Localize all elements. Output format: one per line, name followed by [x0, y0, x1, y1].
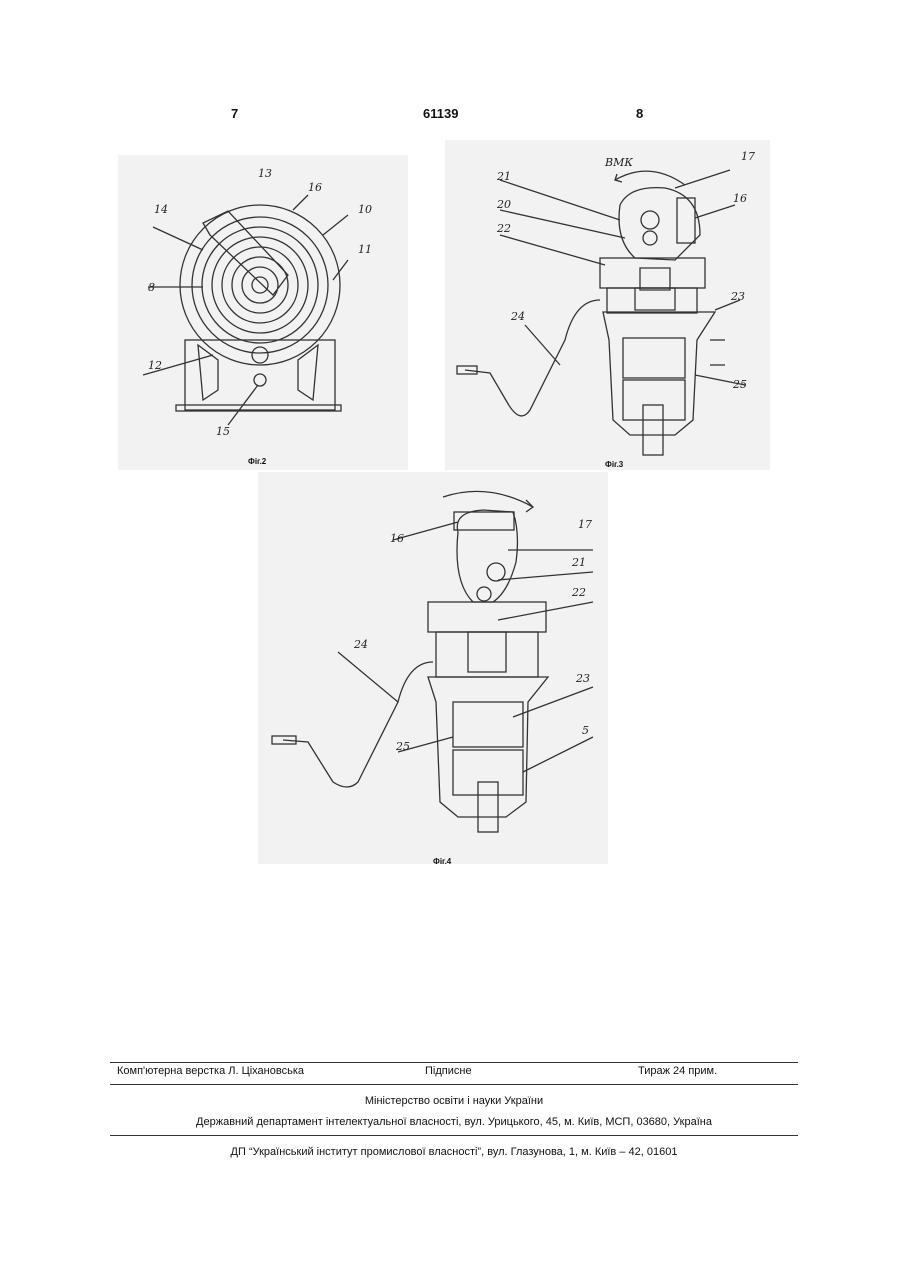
figure-4-drawing: 16 17 21 22 24 23 25 5 Фіг.4: [258, 472, 608, 864]
fig3-label-20: 20: [496, 198, 511, 211]
fig3-label-16: 16: [733, 192, 747, 205]
fig4-label-21: 21: [571, 556, 586, 569]
fig3-label-vmk: ВМК: [604, 156, 633, 169]
fig4-label-23: 23: [575, 672, 590, 685]
figure-3-caption: Фіг.3: [605, 460, 623, 469]
footer-layout-credit: Комп'ютерна верстка Л. Ціхановська: [117, 1065, 304, 1077]
footer-rule-middle: [110, 1084, 798, 1085]
fig3-label-23: 23: [730, 290, 745, 303]
fig2-label-10: 10: [358, 203, 372, 216]
fig2-label-8: 8: [148, 281, 155, 294]
fig4-label-25: 25: [395, 740, 410, 753]
figure-2-caption: Фіг.2: [248, 457, 266, 466]
footer-ministry: Міністерство освіти і науки України: [110, 1095, 798, 1107]
fig2-label-16: 16: [308, 181, 322, 194]
footer-signed: Підписне: [425, 1065, 472, 1077]
fig4-label-24: 24: [353, 638, 368, 651]
fig2-label-15: 15: [216, 425, 230, 438]
footer-circulation: Тираж 24 прим.: [638, 1065, 717, 1077]
figure-4-caption: Фіг.4: [433, 857, 451, 866]
fig4-label-16: 16: [390, 532, 404, 545]
footer-rule-top: [110, 1062, 798, 1063]
footer-department: Державний департамент інтелектуальної вл…: [110, 1116, 798, 1128]
footer-rule-bottom: [110, 1135, 798, 1136]
footer-institute: ДП “Український інститут промислової вла…: [110, 1146, 798, 1158]
fig2-label-13: 13: [258, 167, 272, 180]
fig4-label-5: 5: [582, 724, 589, 737]
fig3-label-25: 25: [732, 378, 747, 391]
fig2-label-14: 14: [154, 203, 168, 216]
figure-2-svg: 13 16 14 10 11 8 12 15: [118, 155, 408, 470]
figure-3-drawing: ВМК 17 21 20 16 22 23 24 25 Фіг.3: [445, 140, 770, 470]
patent-number: 61139: [423, 106, 458, 121]
page-number-left: 7: [231, 106, 238, 121]
fig4-label-17: 17: [578, 518, 592, 531]
fig3-label-21: 21: [496, 170, 511, 183]
figure-2-drawing: 13 16 14 10 11 8 12 15 Фіг.2: [118, 155, 408, 470]
figure-4-svg: 16 17 21 22 24 23 25 5: [258, 472, 608, 864]
fig3-label-22: 22: [496, 222, 511, 235]
page-number-right: 8: [636, 106, 643, 121]
fig4-label-22: 22: [571, 586, 586, 599]
fig2-label-12: 12: [148, 359, 162, 372]
fig3-label-24: 24: [510, 310, 525, 323]
figure-3-svg: ВМК 17 21 20 16 22 23 24 25: [445, 140, 770, 470]
fig3-label-17: 17: [741, 150, 755, 163]
fig2-label-11: 11: [358, 243, 372, 256]
